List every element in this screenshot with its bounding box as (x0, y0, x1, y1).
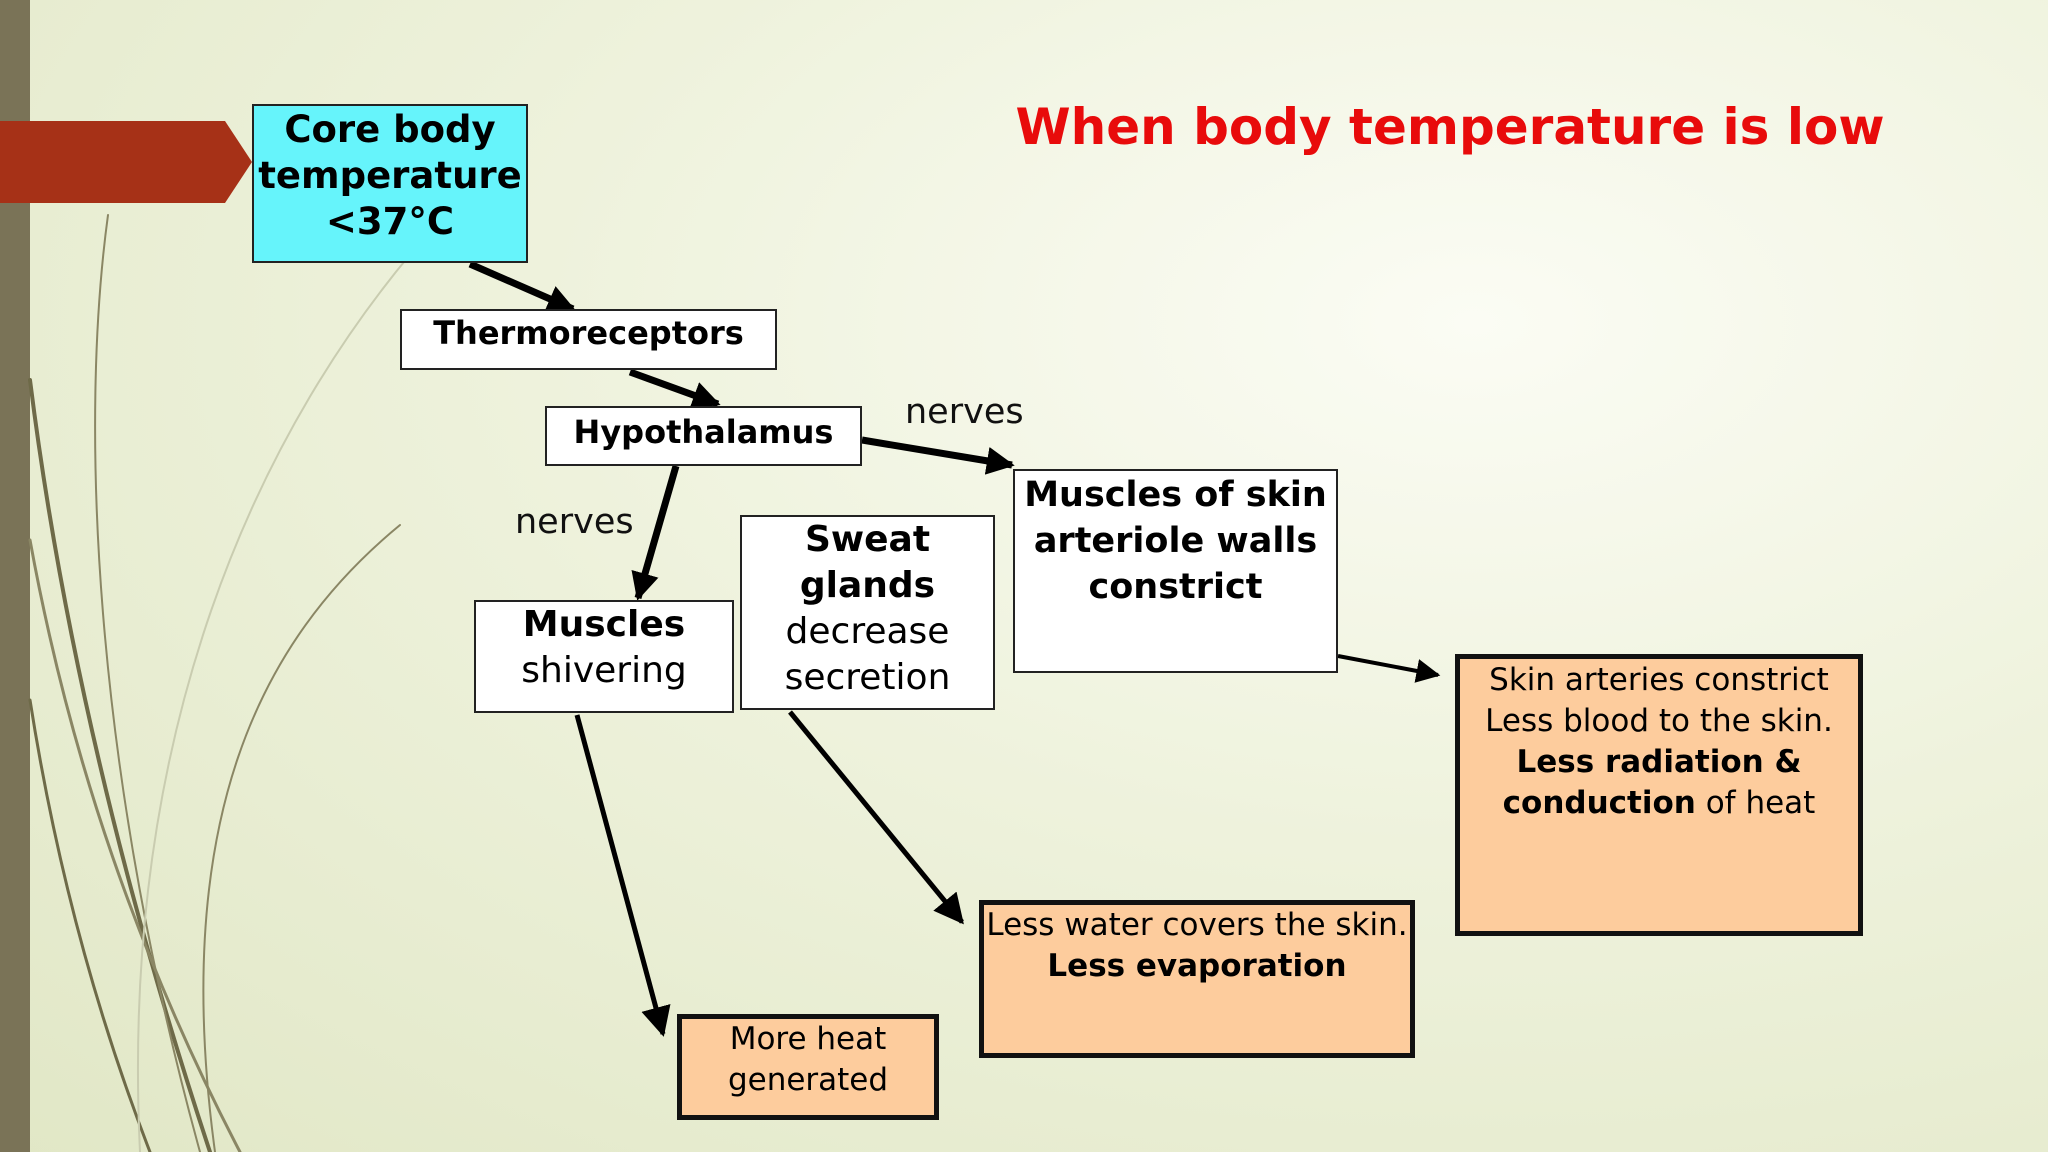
heat-box: More heat generated (677, 1014, 939, 1120)
skin-arteries-line-4-rest: of heat (1695, 785, 1816, 821)
arrow-core-to-thermoreceptors (468, 260, 576, 313)
skin-muscles-line-3: constrict (1088, 567, 1263, 607)
sweat-glands-box: Sweat glands decrease secretion (740, 515, 995, 710)
heat-line-1: More heat (729, 1021, 887, 1057)
evaporation-box: Less water covers the skin. Less evapora… (979, 900, 1415, 1058)
grass-curve (28, 538, 242, 1152)
grass-curve (202, 524, 401, 1152)
sweat-line-1: Sweat (804, 519, 931, 560)
skin-muscles-line-2: arteriole walls (1033, 521, 1318, 561)
evaporation-line-1: Less water covers the skin. (986, 907, 1408, 943)
grass-curve (136, 219, 441, 1152)
skin-arteries-line-2: Less blood to the skin. (1485, 703, 1833, 739)
arrow-hypothalamus-to-muscles (631, 465, 680, 601)
muscles-line-2: shivering (521, 650, 687, 691)
thermoreceptors-label: Thermoreceptors (433, 314, 744, 352)
nerves-label-top: nerves (905, 392, 1024, 432)
skin-arteries-line-3: Less radiation & (1516, 744, 1802, 780)
grass-curve (28, 378, 212, 1152)
hypothalamus-label: Hypothalamus (573, 413, 834, 451)
sweat-line-3: decrease (785, 611, 950, 652)
sweat-line-2: glands (799, 565, 936, 606)
core-line-2: temperature (258, 154, 522, 197)
sweat-line-4: secretion (784, 657, 951, 698)
arrow-sweat-to-evaporation (788, 710, 964, 925)
heat-line-2: generated (727, 1062, 889, 1098)
core-line-3: <37°C (325, 200, 455, 243)
muscles-box: Muscles shivering (474, 600, 734, 713)
skin-muscles-box: Muscles of skin arteriole walls constric… (1013, 469, 1338, 673)
core-temperature-box: Core body temperature <37°C (252, 104, 528, 263)
hypothalamus-box: Hypothalamus (545, 406, 862, 466)
skin-arteries-line-1: Skin arteries constrict (1489, 662, 1829, 698)
grass-curve (28, 698, 152, 1152)
skin-arteries-line-4: conduction of heat (1460, 783, 1858, 824)
muscles-line-1: Muscles (522, 604, 686, 645)
skin-arteries-line-4-bold: conduction (1502, 785, 1696, 821)
evaporation-line-2: Less evaporation (1047, 948, 1347, 984)
red-banner (0, 121, 252, 203)
nerves-label-left: nerves (515, 502, 634, 542)
grass-curve (94, 214, 201, 1152)
arrow-muscles-to-heat (574, 714, 671, 1037)
arrow-thermoreceptors-to-hypothalamus (628, 368, 721, 409)
skin-arteries-box: Skin arteries constrict Less blood to th… (1455, 654, 1863, 936)
arrow-skin-muscles-to-skin-arteries (1337, 654, 1441, 683)
arrow-hypothalamus-to-skin-muscles (861, 436, 1015, 475)
core-line-1: Core body (284, 108, 496, 151)
slide-title: When body temperature is low (1015, 98, 1885, 156)
thermoreceptors-box: Thermoreceptors (400, 309, 777, 370)
skin-muscles-line-1: Muscles of skin (1024, 475, 1327, 515)
